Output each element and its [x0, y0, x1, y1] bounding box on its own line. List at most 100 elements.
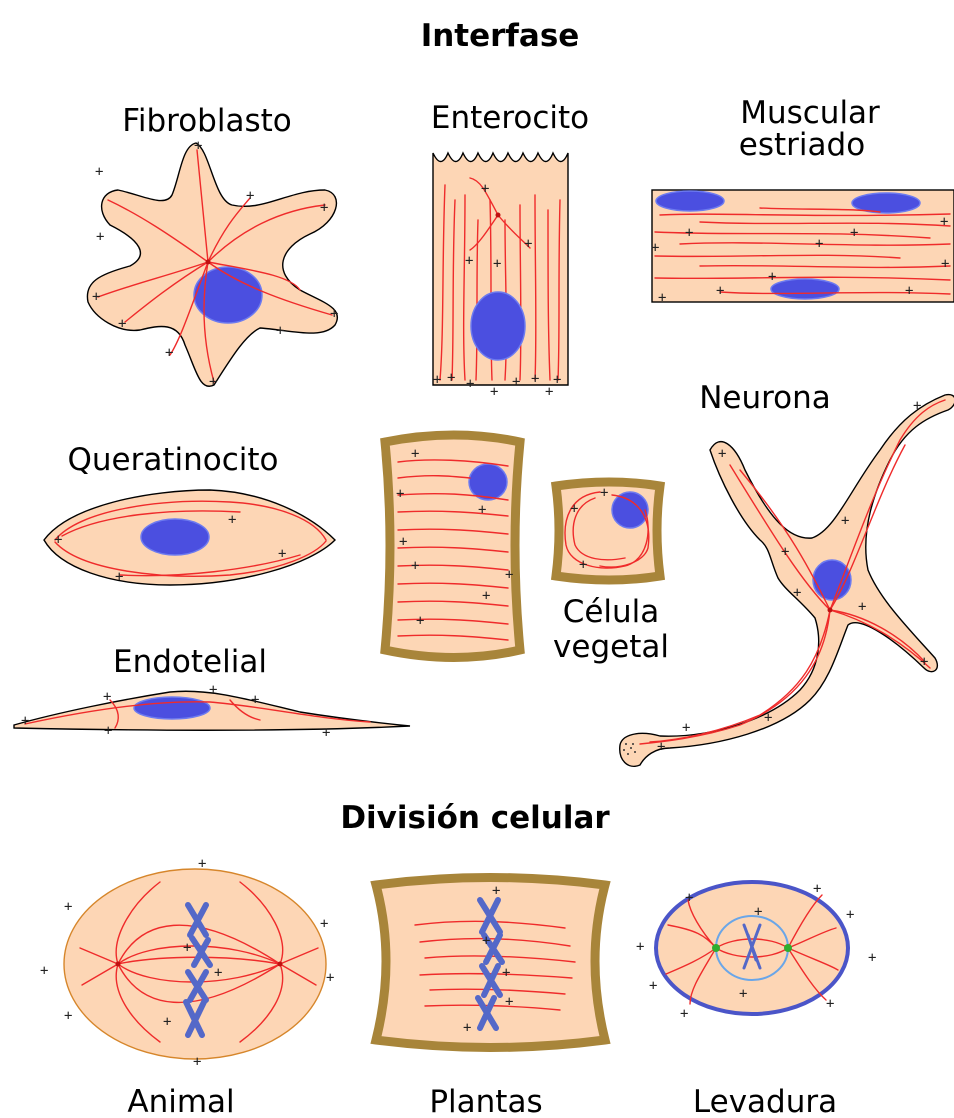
svg-text:+: + — [183, 940, 191, 956]
svg-text:+: + — [685, 225, 693, 241]
svg-text:+: + — [718, 446, 726, 462]
svg-text:+: + — [754, 904, 762, 920]
svg-text:+: + — [433, 372, 441, 388]
division-title: División celular — [340, 800, 610, 836]
svg-text:+: + — [505, 994, 513, 1010]
svg-text:+: + — [570, 501, 578, 517]
svg-text:+: + — [209, 682, 217, 698]
svg-text:+: + — [493, 256, 501, 272]
enterocyte-cell: Enterocito ++ ++ ++ ++ ++ ++ — [431, 100, 589, 400]
fibroblast-label: Fibroblasto — [122, 103, 291, 139]
enterocyte-nucleus — [471, 292, 525, 360]
svg-text:+: + — [104, 723, 112, 739]
svg-text:+: + — [490, 384, 498, 400]
svg-text:+: + — [482, 588, 490, 604]
plant-cell-square: ++ + Célula vegetal — [553, 482, 669, 665]
svg-text:+: + — [657, 739, 665, 755]
svg-text:+: + — [411, 558, 419, 574]
svg-text:+: + — [739, 986, 747, 1002]
svg-text:+: + — [322, 725, 330, 741]
svg-text:+: + — [40, 963, 48, 979]
svg-text:+: + — [850, 225, 858, 241]
svg-text:+: + — [478, 502, 486, 518]
svg-text:+: + — [481, 181, 489, 197]
svg-text:+: + — [905, 283, 913, 299]
svg-text:+: + — [492, 883, 500, 899]
svg-text:+: + — [330, 306, 338, 322]
svg-text:+: + — [793, 585, 801, 601]
svg-text:+: + — [649, 978, 657, 994]
svg-text:+: + — [399, 534, 407, 550]
svg-text:+: + — [326, 970, 334, 986]
svg-text:+: + — [682, 720, 690, 736]
svg-text:+: + — [680, 1006, 688, 1022]
svg-text:+: + — [64, 899, 72, 915]
svg-text:+: + — [165, 345, 173, 361]
svg-text:+: + — [463, 1020, 471, 1036]
svg-text:+: + — [21, 713, 29, 729]
fibroblast-centrosome — [206, 260, 211, 265]
svg-text:+: + — [194, 138, 202, 154]
muscle-label-line2: estriado — [739, 127, 865, 163]
muscle-nucleus-1 — [656, 191, 724, 211]
svg-text:+: + — [826, 996, 834, 1012]
keratinocyte-cell: Queratinocito ++ ++ — [44, 442, 335, 585]
division-animal: + + + + + + + + + + Animal — [40, 856, 334, 1118]
fibroblast-cell: Fibroblasto ++ ++ ++ ++ ++ + — [87, 103, 338, 390]
svg-text:+: + — [636, 939, 644, 955]
keratinocyte-nucleus — [141, 519, 209, 555]
muscle-nucleus-3 — [771, 279, 839, 299]
svg-text:+: + — [941, 256, 949, 272]
yeast-label: Levadura — [693, 1084, 837, 1118]
plant-cell-nucleus-2 — [612, 492, 648, 528]
neuron-cell: Neurona ++ ++ ++ ++ ++ — [620, 380, 954, 766]
svg-text:+: + — [940, 214, 948, 230]
animal-pole-left — [116, 962, 121, 967]
division-yeast: ++ ++ ++ ++ ++ Levadura — [636, 881, 876, 1118]
svg-text:+: + — [115, 569, 123, 585]
svg-text:+: + — [96, 229, 104, 245]
svg-text:+: + — [531, 371, 539, 387]
svg-text:+: + — [396, 486, 404, 502]
animal-label: Animal — [127, 1084, 234, 1118]
svg-text:+: + — [815, 236, 823, 252]
svg-text:+: + — [198, 856, 206, 872]
plant-cell-elongated: ++ ++ ++ ++ — [385, 435, 520, 658]
enterocyte-centrosome — [496, 213, 501, 218]
animal-pole-right — [278, 962, 283, 967]
svg-text:+: + — [505, 567, 513, 583]
svg-text:+: + — [64, 1008, 72, 1024]
svg-text:+: + — [465, 253, 473, 269]
svg-text:+: + — [482, 933, 490, 949]
svg-text:+: + — [716, 283, 724, 299]
svg-text:+: + — [193, 1054, 201, 1070]
plant-cell-label-line2: vegetal — [553, 629, 669, 665]
svg-text:+: + — [214, 965, 222, 981]
svg-text:+: + — [416, 613, 424, 629]
svg-text:+: + — [466, 376, 474, 392]
svg-text:+: + — [163, 1014, 171, 1030]
plant-cell-nucleus-1 — [469, 464, 507, 500]
svg-text:+: + — [411, 446, 419, 462]
keratinocyte-label: Queratinocito — [67, 442, 278, 478]
interphase-title: Interfase — [421, 18, 580, 54]
svg-text:+: + — [768, 269, 776, 285]
svg-text:+: + — [553, 372, 561, 388]
svg-text:+: + — [502, 965, 510, 981]
svg-text:+: + — [276, 323, 284, 339]
svg-text:+: + — [320, 200, 328, 216]
svg-text:+: + — [868, 950, 876, 966]
svg-text:+: + — [95, 164, 103, 180]
neuron-cytoplasm — [620, 395, 954, 767]
division-plants: + + + + + Plantas — [376, 878, 605, 1118]
plant-cell-label-line1: Célula — [563, 594, 660, 630]
plants-label: Plantas — [429, 1084, 542, 1118]
svg-text:+: + — [320, 916, 328, 932]
svg-text:+: + — [920, 654, 928, 670]
muscle-cell: Muscular estriado ++ ++ ++ ++ ++ — [651, 95, 954, 306]
svg-text:+: + — [858, 599, 866, 615]
svg-text:+: + — [447, 370, 455, 386]
svg-text:+: + — [512, 374, 520, 390]
svg-text:+: + — [54, 532, 62, 548]
svg-text:+: + — [685, 890, 693, 906]
